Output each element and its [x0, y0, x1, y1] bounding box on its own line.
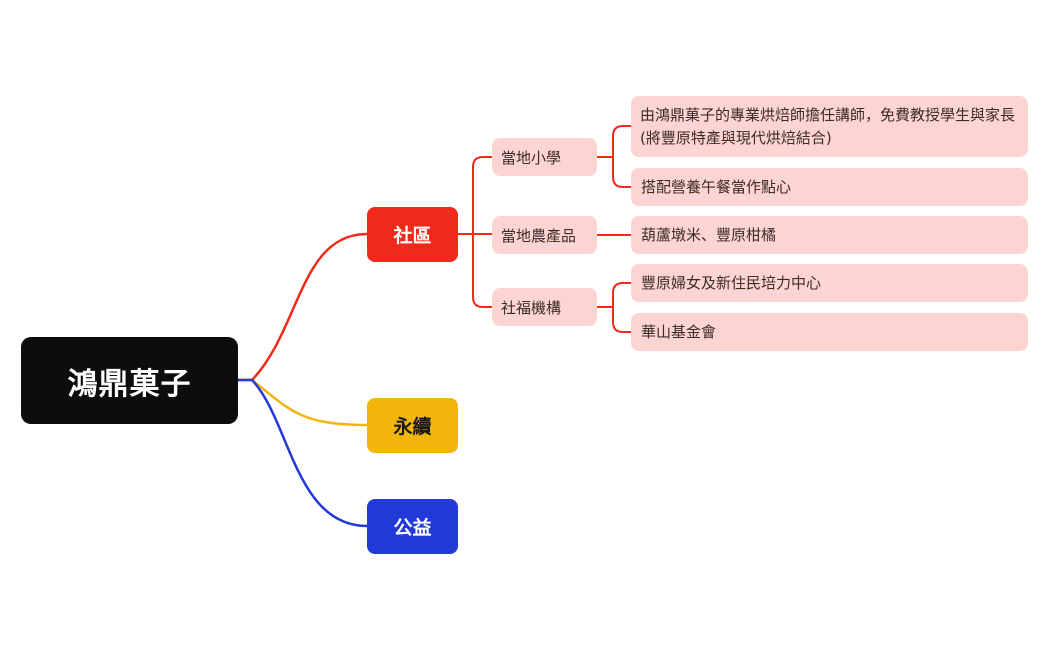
branch-sustainability[interactable]: 永續 — [367, 398, 458, 453]
subtopic-local-produce[interactable]: 當地農產品 — [492, 216, 597, 254]
connector-school-to-leaf2 — [597, 156, 631, 188]
leaf-local-produce[interactable]: 葫蘆墩米、豐原柑橘 — [631, 216, 1028, 254]
branch-community[interactable]: 社區 — [367, 207, 458, 262]
subtopic-local-school[interactable]: 當地小學 — [492, 138, 597, 176]
leaf-baking-class[interactable]: 由鴻鼎菓子的專業烘焙師擔任講師，免費教授學生與家長(將豐原特產與現代烘焙結合) — [631, 96, 1028, 157]
leaf-women-center[interactable]: 豐原婦女及新住民培力中心 — [631, 264, 1028, 302]
branch-charity[interactable]: 公益 — [367, 499, 458, 554]
connector-community-to-welfare — [458, 233, 492, 308]
leaf-huashan-foundation[interactable]: 華山基金會 — [631, 313, 1028, 351]
root-topic[interactable]: 鴻鼎菓子 — [21, 337, 238, 424]
connector-school-to-leaf1 — [597, 125, 631, 158]
connector-root-to-community — [238, 232, 368, 382]
subtopic-social-welfare[interactable]: 社福機構 — [492, 288, 597, 326]
connector-community-to-school — [458, 156, 492, 235]
leaf-lunch-snack[interactable]: 搭配營養午餐當作點心 — [631, 168, 1028, 206]
connector-root-to-charity — [238, 378, 368, 528]
connector-welfare-to-leaf1 — [597, 282, 631, 308]
connector-welfare-to-leaf2 — [597, 306, 631, 333]
